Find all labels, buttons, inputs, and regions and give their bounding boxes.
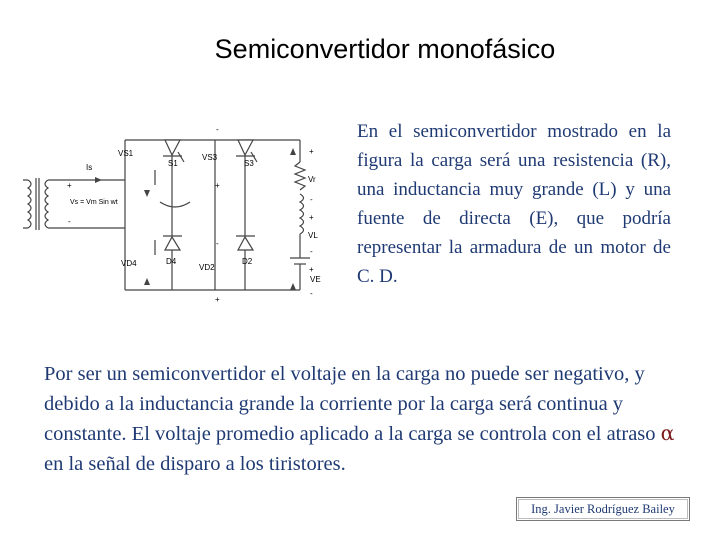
label-plus: + — [309, 147, 314, 156]
label-plus: + — [215, 295, 220, 304]
label-minus: - — [310, 289, 313, 298]
label-plus: + — [215, 181, 220, 190]
label-d2: D2 — [242, 257, 253, 266]
label-ve: VE — [310, 275, 321, 284]
label-vs1: VS1 — [118, 149, 134, 158]
label-vr: Vr — [308, 175, 316, 184]
label-minus: - — [310, 195, 313, 204]
body-text-end: en la señal de disparo a los tiristores. — [44, 452, 346, 475]
credit-inner-border — [518, 499, 688, 519]
label-s1: S1 — [168, 159, 178, 168]
label-plus: + — [67, 181, 72, 190]
author-credit: Ing. Javier Rodríguez Bailey — [531, 502, 675, 516]
label-vs3: VS3 — [202, 153, 218, 162]
alpha-symbol: α — [660, 421, 675, 445]
author-credit-box: Ing. Javier Rodríguez Bailey — [516, 497, 690, 521]
circuit-wires — [23, 139, 310, 291]
circuit-arrows — [95, 148, 296, 290]
side-paragraph-text: En el semiconvertidor mostrado en la fig… — [357, 121, 671, 287]
label-is: Is — [86, 163, 92, 172]
label-minus: - — [216, 239, 219, 248]
body-text-start: Por ser un semiconvertidor el voltaje en… — [44, 363, 661, 445]
label-minus: - — [216, 125, 219, 134]
slide-title: Semiconvertidor monofásico — [214, 34, 556, 64]
label-vs-equation: Vs = Vm Sin wt — [70, 199, 118, 206]
body-paragraph: Por ser un semiconvertidor el voltaje en… — [44, 360, 694, 479]
label-vd2: VD2 — [199, 263, 215, 272]
label-plus: + — [309, 213, 314, 222]
semiconverter-circuit-diagram: VS1 S1 VS3 S3 VD4 D4 VD2 D2 Is Vs = Vm S… — [23, 125, 321, 304]
label-minus: - — [68, 217, 71, 226]
side-paragraph: En el semiconvertidor mostrado en la fig… — [357, 117, 671, 291]
label-vl: VL — [308, 231, 318, 240]
label-vd4: VD4 — [121, 259, 137, 268]
label-s3: S3 — [244, 159, 254, 168]
label-plus: + — [309, 265, 314, 274]
label-minus: - — [310, 247, 313, 256]
label-d4: D4 — [166, 257, 177, 266]
